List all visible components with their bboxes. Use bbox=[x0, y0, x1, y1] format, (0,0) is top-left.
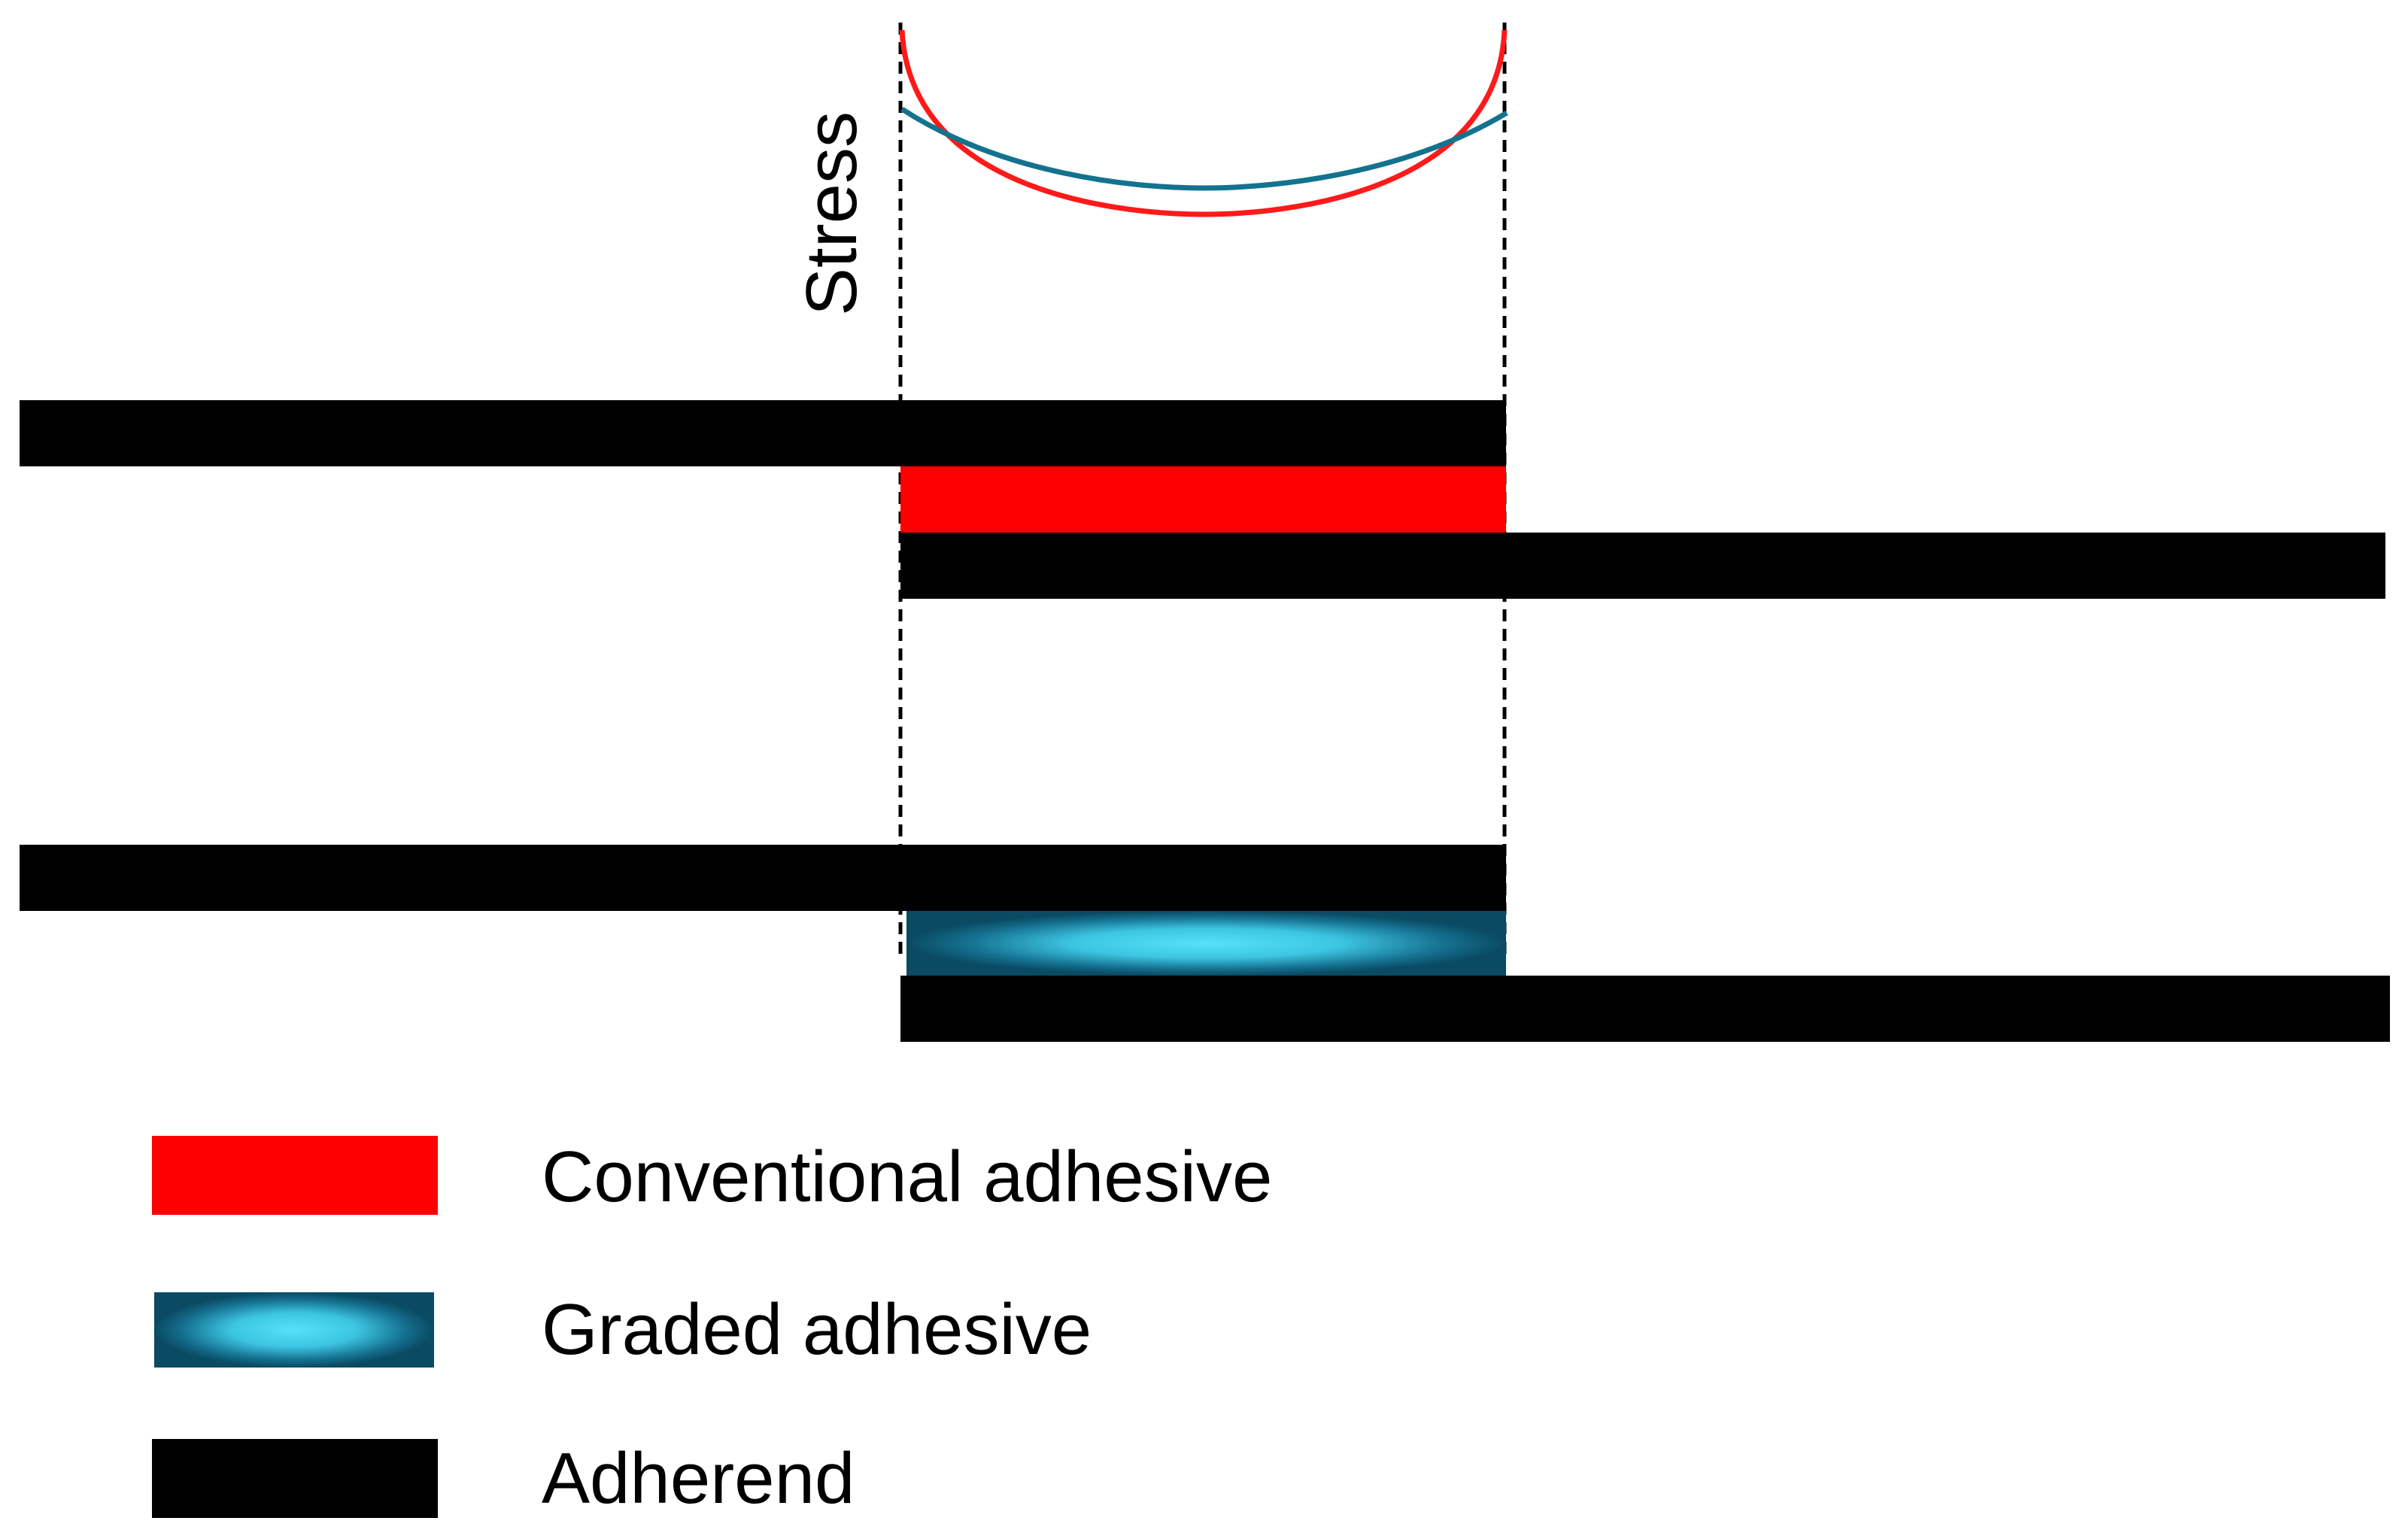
joint1-lower-adherend bbox=[900, 533, 2385, 599]
legend-swatch-adherend bbox=[152, 1439, 438, 1518]
legend-swatch-conventional bbox=[152, 1136, 438, 1215]
joint1-conventional-adhesive-layer bbox=[900, 466, 1506, 533]
legend-label-adherend: Adherend bbox=[542, 1438, 855, 1519]
stress-axis-label: Stress bbox=[791, 111, 872, 316]
joint2-graded-adhesive-layer bbox=[906, 911, 1506, 976]
joint1-upper-adherend bbox=[20, 400, 1506, 466]
conventional-adhesive-stress-curve bbox=[899, 29, 1508, 217]
legend-label-graded: Graded adhesive bbox=[542, 1289, 1092, 1370]
legend-item-adherend: Adherend bbox=[152, 1438, 855, 1519]
joint2-lower-adherend bbox=[900, 976, 2390, 1042]
graded-adhesive-stress-curve bbox=[900, 107, 1508, 191]
joint2-upper-adherend bbox=[20, 845, 1506, 911]
legend-label-conventional: Conventional adhesive bbox=[542, 1137, 1272, 1217]
legend: Conventional adhesive Graded adhesive Ad… bbox=[152, 1136, 1272, 1519]
legend-swatch-graded bbox=[154, 1292, 434, 1368]
legend-item-graded: Graded adhesive bbox=[154, 1289, 1092, 1370]
legend-item-conventional: Conventional adhesive bbox=[152, 1136, 1272, 1217]
